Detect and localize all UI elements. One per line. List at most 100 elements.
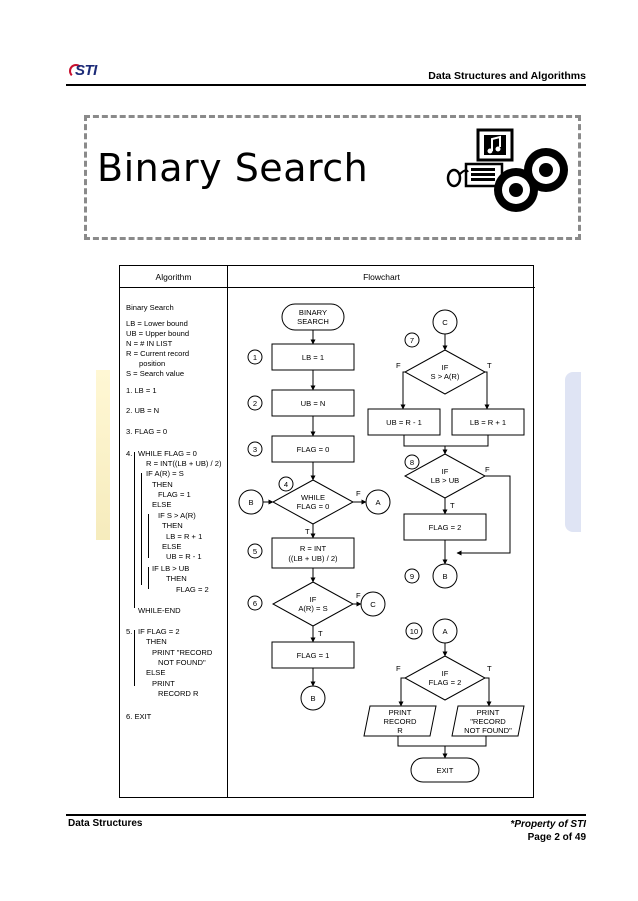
connector-b-end-circle: [300, 685, 326, 711]
flag-2-label: FLAG = 2: [429, 523, 462, 532]
algorithm-line: RECORD R: [158, 689, 199, 698]
algorithm-line: IF LB > UB: [152, 564, 190, 573]
algorithm-line: THEN: [152, 480, 173, 489]
connector-b-label: B: [248, 498, 253, 507]
while-false-label: F: [356, 489, 361, 498]
algorithm-line: THEN: [146, 637, 167, 646]
algorithm-line: ELSE: [162, 542, 182, 551]
algorithm-line: N = # IN LIST: [126, 339, 173, 348]
algorithm-line: WHILE-END: [138, 606, 181, 615]
step-number-6: 6: [253, 599, 257, 608]
exit-terminal: [410, 757, 480, 783]
mid-calc-box: [271, 537, 355, 569]
algorithm-flowchart-panel: Algorithm Flowchart Binary Search LB = L…: [119, 265, 535, 798]
algorithm-step: 6. EXIT: [126, 712, 152, 721]
algorithm-line: UB = Upper bound: [126, 329, 190, 338]
print-not-found-label: "RECORD: [470, 717, 506, 726]
algorithm-line: LB = Lower bound: [126, 319, 188, 328]
footer-page-number: Page 2 of 49: [527, 832, 586, 843]
algorithm-line: R = Current record: [126, 349, 190, 358]
logo-text: STI: [75, 62, 97, 79]
watermark-band: [565, 372, 581, 532]
algorithm-line: S = Search value: [126, 369, 185, 378]
algorithm-line: Binary Search: [126, 303, 174, 312]
connector-b-loop-label: B: [442, 572, 447, 581]
algorithm-line: ELSE: [146, 668, 166, 677]
if-found-label: A(R) = S: [298, 604, 327, 613]
ub-update-label: UB = R - 1: [386, 418, 422, 427]
flag-1-label: FLAG = 1: [297, 651, 330, 660]
if-flag2-decision: [403, 655, 487, 701]
sti-logo: STI: [67, 60, 107, 82]
print-not-found-label: PRINT: [477, 708, 500, 717]
footer-course: Data Structures: [68, 818, 143, 829]
if-greater-decision: [403, 349, 487, 395]
column-divider: [227, 266, 228, 797]
step-number-8: 8: [410, 458, 414, 467]
while-true-label: T: [305, 527, 310, 536]
logo-swoosh-icon: [69, 64, 83, 78]
algorithm-line: LB = R + 1: [166, 532, 203, 541]
connector-a-label: A: [375, 498, 381, 507]
flowchart: BINARY SEARCH LB = 1 UB = N FLAG = 0 WHI…: [238, 303, 525, 783]
algorithm-step-number: 4.: [126, 449, 133, 458]
step-number-1: 1: [253, 353, 257, 362]
page-title: Binary Search: [97, 146, 369, 190]
lb-init-label: LB = 1: [302, 353, 324, 362]
header-rule: [66, 84, 586, 86]
if-bracket: [141, 473, 142, 585]
connector-a-start-label: A: [442, 627, 448, 636]
step-number-10: 10: [410, 627, 418, 636]
if-lb-ub-label: LB > UB: [431, 476, 460, 485]
exit-label: EXIT: [437, 766, 454, 775]
step-number-5: 5: [253, 547, 257, 556]
algorithm-line: IF S > A(R): [158, 511, 196, 520]
algorithm-line: WHILE FLAG = 0: [138, 449, 197, 458]
if-found-label: IF: [310, 595, 317, 604]
if-flag2-false-label: F: [396, 664, 401, 673]
print-record-label: PRINT: [389, 708, 412, 717]
connector-b-loop-circle: [432, 563, 458, 589]
algorithm-line: NOT FOUND": [158, 658, 206, 667]
if-flag2-label: FLAG = 2: [429, 678, 462, 687]
footer-rule: [66, 814, 586, 816]
if-found-false-label: F: [356, 591, 361, 600]
footer-property: *Property of STI: [510, 819, 586, 830]
print-not-found-output: [451, 705, 525, 737]
algorithm-step: 1. LB = 1: [126, 386, 157, 395]
algorithm-line: IF A(R) = S: [146, 469, 184, 478]
algorithm-line: R = INT((LB + UB) / 2): [146, 459, 222, 468]
nested-if-bracket: [148, 514, 149, 558]
algorithm-line: FLAG = 1: [158, 490, 191, 499]
if-found-true-label: T: [318, 629, 323, 638]
algorithm-step: 3. FLAG = 0: [126, 427, 168, 436]
connector-b-end-label: B: [310, 694, 315, 703]
title-banner: Binary Search: [84, 115, 581, 240]
if-lb-ub-label: IF: [442, 467, 449, 476]
algorithm-step: 2. UB = N: [126, 406, 160, 415]
connector-c-circle: [360, 591, 386, 617]
if-lb-ub-bracket: [148, 567, 149, 589]
algorithm-column-header: Algorithm: [120, 266, 227, 288]
print-not-found-label: NOT FOUND": [464, 726, 512, 735]
algorithm-line: THEN: [162, 521, 183, 530]
if-flag-bracket: [134, 630, 135, 686]
algorithm-line: PRINT "RECORD: [152, 648, 213, 657]
algorithm-step-number: 5.: [126, 627, 133, 636]
algorithm-line: position: [139, 359, 166, 368]
if-flag2-true-label: T: [487, 664, 492, 673]
algorithm-line: IF FLAG = 2: [138, 627, 180, 636]
step-number-7: 7: [410, 336, 414, 345]
if-greater-label: S > A(R): [431, 372, 460, 381]
print-record-label: R: [397, 726, 403, 735]
header-title: Data Structures and Algorithms: [428, 70, 586, 82]
print-record-output: [363, 705, 437, 737]
step-number-4: 4: [284, 480, 288, 489]
ub-init-label: UB = N: [301, 399, 326, 408]
while-label: FLAG = 0: [297, 502, 330, 511]
algorithm-line: UB = R - 1: [166, 552, 202, 561]
flag-init-label: FLAG = 0: [297, 445, 330, 454]
start-label: BINARY: [299, 308, 327, 317]
step-number-2: 2: [253, 399, 257, 408]
step-number-9: 9: [410, 572, 414, 581]
